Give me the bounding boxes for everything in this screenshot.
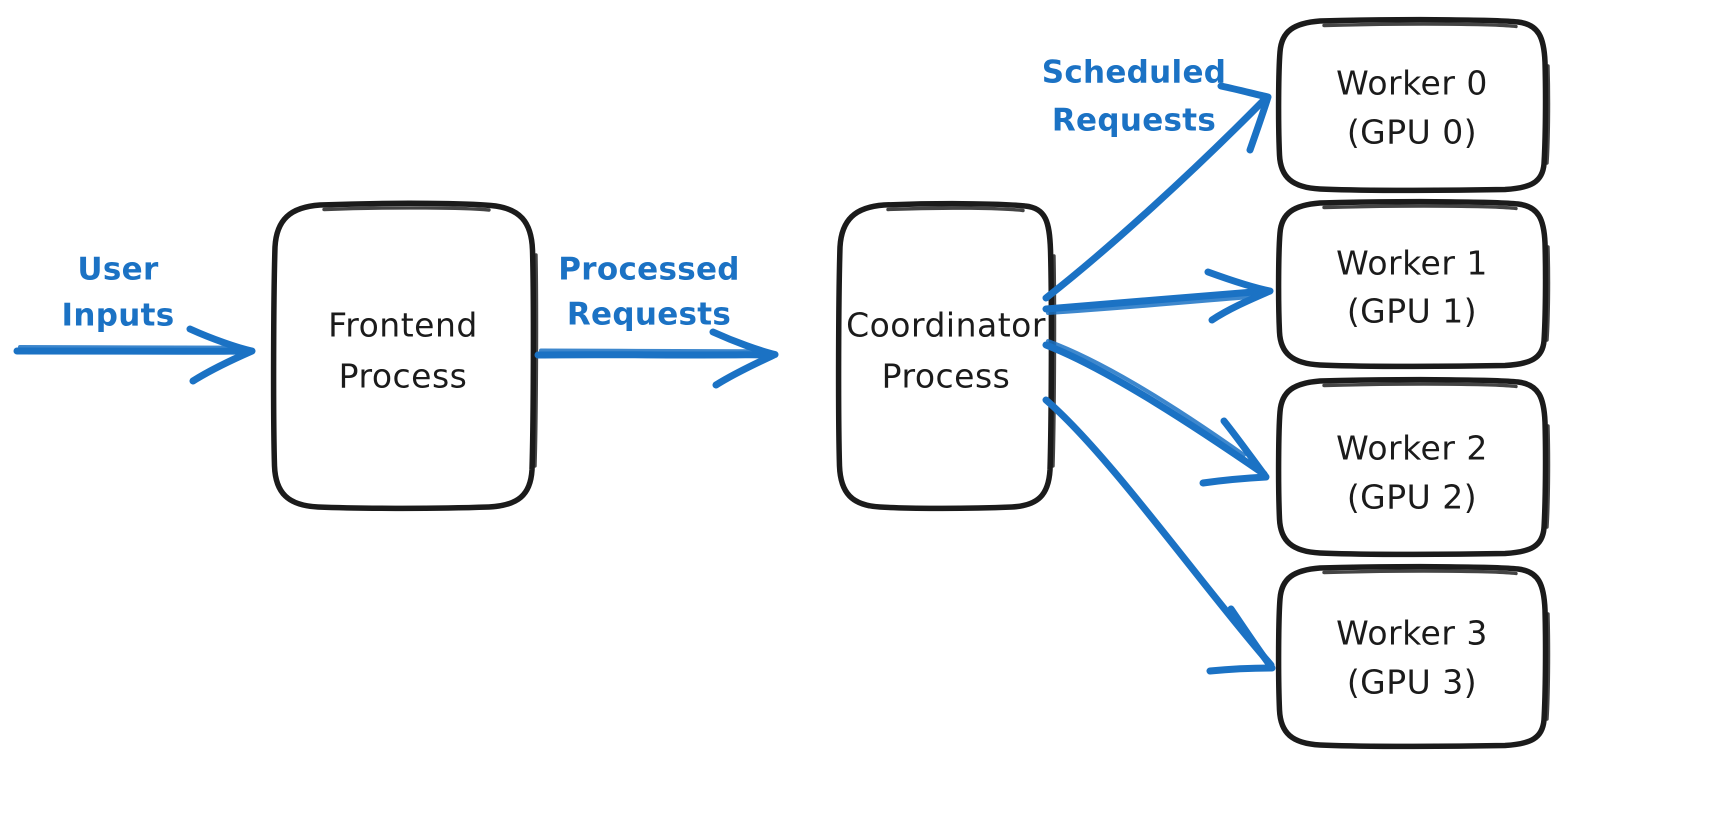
worker-3-box-sketch-overlay xyxy=(1322,569,1551,721)
user-inputs-label-line1: User xyxy=(77,252,159,288)
coordinator-box-outline xyxy=(835,200,1055,512)
coordinator-to-worker-1-arrowhead-icon xyxy=(1204,268,1274,324)
worker-2-label-line1: Worker 2 xyxy=(1336,429,1488,468)
worker-2-node[interactable]: Worker 2 (GPU 2) xyxy=(1275,376,1551,558)
coordinator-to-worker-2-arrowhead-icon xyxy=(1199,417,1270,487)
worker-1-node[interactable]: Worker 1 (GPU 1) xyxy=(1275,198,1551,370)
worker-3-node[interactable]: Worker 3 (GPU 3) xyxy=(1275,563,1551,750)
processed-requests-arrow-shaft-secondary xyxy=(539,348,758,354)
worker-2-label-line2: (GPU 2) xyxy=(1347,478,1477,517)
user-inputs-arrowhead-icon xyxy=(186,325,256,385)
processed-requests-edge: Processed Requests xyxy=(534,252,779,389)
frontend-process-node[interactable]: Frontend Process xyxy=(270,200,539,512)
worker-0-box-sketch-overlay xyxy=(1322,22,1551,165)
processed-requests-label-line2: Requests xyxy=(567,297,731,333)
worker-0-label-line2: (GPU 0) xyxy=(1347,113,1477,152)
frontend-label-line1: Frontend xyxy=(328,306,478,345)
worker-1-label-line1: Worker 1 xyxy=(1336,244,1488,283)
frontend-label-line2: Process xyxy=(339,357,468,396)
coordinator-to-worker-3-arrow xyxy=(1042,396,1276,675)
coordinator-label-line2: Process xyxy=(882,357,1011,396)
worker-1-label-line2: (GPU 1) xyxy=(1347,292,1477,331)
coordinator-to-worker-2-arrow xyxy=(1042,339,1270,487)
user-inputs-edge: User Inputs xyxy=(13,252,256,385)
worker-1-box-outline xyxy=(1275,198,1549,370)
frontend-box-sketch-overlay xyxy=(322,206,539,468)
user-inputs-label-line2: Inputs xyxy=(62,298,175,334)
scheduled-requests-edge-label: Scheduled Requests xyxy=(1042,55,1227,139)
worker-0-label-line1: Worker 0 xyxy=(1336,64,1488,103)
coordinator-to-worker-0-arrow xyxy=(1042,82,1272,302)
worker-3-label-line2: (GPU 3) xyxy=(1347,663,1477,702)
user-inputs-arrow-shaft-secondary xyxy=(18,345,234,350)
worker-3-label-line1: Worker 3 xyxy=(1336,614,1488,653)
coordinator-to-worker-0-arrowhead-icon xyxy=(1217,82,1272,154)
worker-1-box-sketch-overlay xyxy=(1322,204,1551,342)
processed-requests-arrowhead-icon xyxy=(709,328,779,389)
coordinator-to-worker-2-shaft xyxy=(1042,341,1268,478)
worker-3-box-outline xyxy=(1275,563,1549,750)
coordinator-to-worker-1-shaft-secondary xyxy=(1046,295,1252,315)
coordinator-process-node[interactable]: Coordinator Process xyxy=(835,200,1057,512)
coordinator-to-worker-2-shaft-secondary xyxy=(1046,339,1246,457)
worker-0-box-outline xyxy=(1275,16,1549,194)
coordinator-to-worker-1-shaft xyxy=(1042,287,1270,313)
frontend-box-outline xyxy=(270,200,537,512)
coordinator-to-worker-3-arrowhead-icon xyxy=(1206,605,1276,675)
coordinator-to-worker-1-arrow xyxy=(1042,268,1274,324)
processed-requests-label-line1: Processed xyxy=(558,252,740,288)
worker-2-box-outline xyxy=(1275,376,1549,558)
scheduled-requests-label-line2: Requests xyxy=(1052,103,1216,139)
coordinator-label-line1: Coordinator xyxy=(846,306,1046,345)
worker-2-box-sketch-overlay xyxy=(1322,382,1551,529)
coordinator-to-worker-0-shaft xyxy=(1042,96,1268,302)
worker-0-node[interactable]: Worker 0 (GPU 0) xyxy=(1275,16,1551,194)
scheduled-requests-label-line1: Scheduled xyxy=(1042,55,1227,91)
coordinator-box-sketch-overlay xyxy=(886,206,1057,468)
